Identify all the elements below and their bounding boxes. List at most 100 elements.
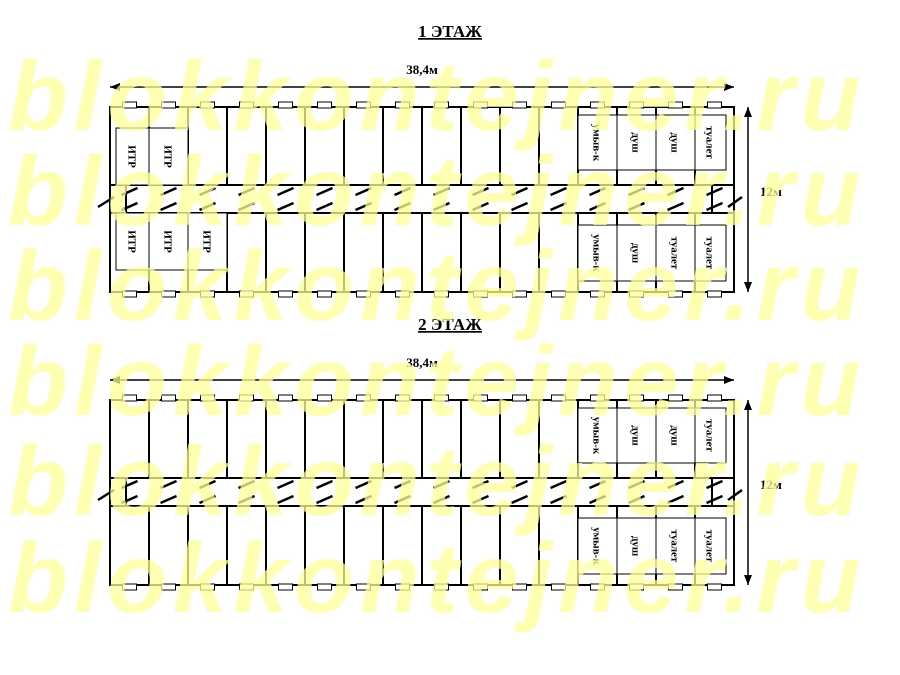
room-label: душ <box>630 536 642 556</box>
window <box>239 583 254 591</box>
floor-title: 2 ЭТАЖ <box>418 315 482 334</box>
door <box>666 186 685 197</box>
door <box>471 201 490 212</box>
door <box>432 479 451 490</box>
door <box>549 186 568 197</box>
height-label: 12м <box>760 477 782 492</box>
window <box>239 101 254 109</box>
window <box>473 290 488 298</box>
window <box>239 394 254 402</box>
window <box>356 101 371 109</box>
window <box>395 101 410 109</box>
door <box>666 479 685 490</box>
window <box>122 290 137 298</box>
room-box <box>655 517 696 575</box>
window <box>707 583 722 591</box>
door <box>276 479 295 490</box>
window <box>317 394 332 402</box>
door <box>510 186 529 197</box>
door <box>120 186 139 197</box>
watermark-text: blokkontejner.ru <box>8 523 866 633</box>
door <box>315 201 334 212</box>
door <box>393 186 412 197</box>
room-box <box>577 517 618 575</box>
door <box>198 479 217 490</box>
room-box <box>616 224 657 282</box>
room-box <box>148 127 189 186</box>
door <box>393 201 412 212</box>
window <box>356 394 371 402</box>
room-label: душ <box>669 425 681 445</box>
door <box>120 494 139 505</box>
window <box>551 101 566 109</box>
width-label: 38,4м <box>406 62 438 77</box>
room-label: ИТР <box>162 230 174 253</box>
window <box>356 583 371 591</box>
door <box>588 201 607 212</box>
window <box>317 101 332 109</box>
door <box>627 494 646 505</box>
window <box>161 583 176 591</box>
door <box>432 201 451 212</box>
door <box>354 186 373 197</box>
window <box>278 583 293 591</box>
room-label: душ <box>630 132 642 152</box>
room-box <box>148 212 189 271</box>
window <box>239 290 254 298</box>
door <box>549 494 568 505</box>
door <box>276 186 295 197</box>
window <box>161 101 176 109</box>
room-label: ИТР <box>162 145 174 168</box>
room-box <box>187 212 228 271</box>
watermark-text: blokkontejner.ru <box>8 41 866 151</box>
window <box>668 394 683 402</box>
door <box>159 494 178 505</box>
window <box>590 583 605 591</box>
door <box>198 494 217 505</box>
room-box <box>115 127 150 186</box>
door <box>120 479 139 490</box>
window <box>122 583 137 591</box>
door <box>471 494 490 505</box>
door <box>705 494 724 505</box>
watermark: blokkontejner.rublokkontejner.rublokkont… <box>8 41 866 633</box>
window <box>629 101 644 109</box>
room-label: ИТР <box>126 230 138 253</box>
room-label: умыв-к <box>591 417 603 455</box>
window <box>707 101 722 109</box>
door <box>666 201 685 212</box>
door <box>393 494 412 505</box>
room-label: умыв-к <box>591 124 603 162</box>
door <box>237 201 256 212</box>
window <box>512 101 527 109</box>
window <box>200 290 215 298</box>
window <box>434 101 449 109</box>
door <box>198 201 217 212</box>
door <box>705 479 724 490</box>
door <box>315 494 334 505</box>
room-box <box>694 114 727 171</box>
window <box>161 290 176 298</box>
room-label: туалет <box>704 126 716 159</box>
door <box>627 479 646 490</box>
door <box>549 479 568 490</box>
window <box>434 394 449 402</box>
door <box>393 479 412 490</box>
window <box>551 583 566 591</box>
window <box>122 394 137 402</box>
room-label: умыв-к <box>591 527 603 565</box>
window <box>473 394 488 402</box>
width-label: 38,4м <box>406 355 438 370</box>
room-box <box>616 407 657 464</box>
door <box>354 479 373 490</box>
door <box>627 186 646 197</box>
door <box>237 479 256 490</box>
window <box>200 101 215 109</box>
room-label: туалет <box>669 237 681 270</box>
door <box>666 494 685 505</box>
room-box <box>655 224 696 282</box>
window <box>161 394 176 402</box>
door <box>354 201 373 212</box>
